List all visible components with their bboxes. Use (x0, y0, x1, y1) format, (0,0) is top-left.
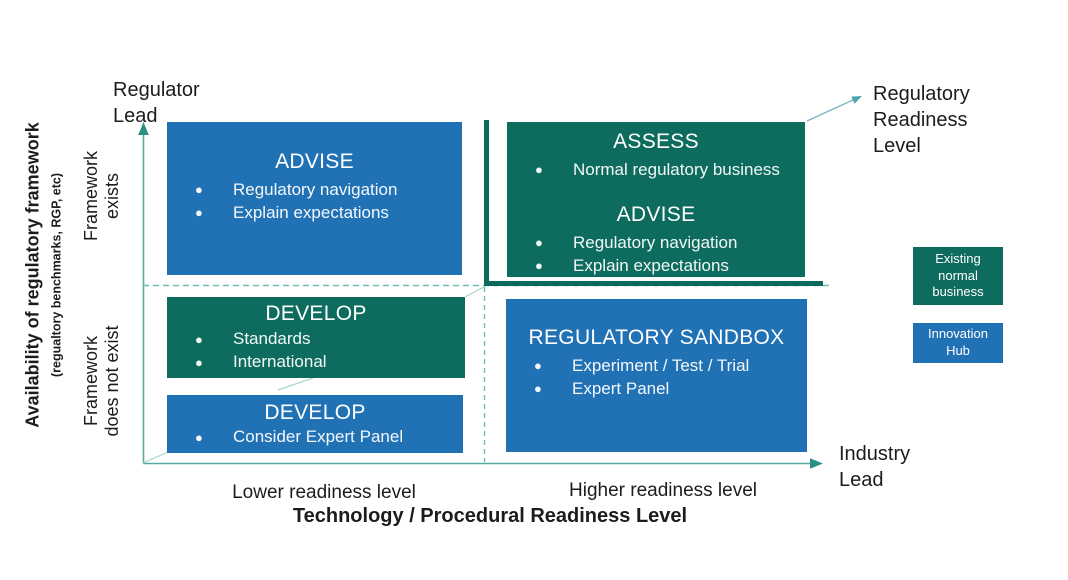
bullet-text: Explain expectations (233, 203, 389, 222)
bullet-text: Explain expectations (573, 256, 729, 275)
y-axis-subtitle: (regualtory benchmarks, RGP, etc) (49, 172, 64, 378)
bullet-text: International (233, 352, 327, 371)
decor-corner-line-bottom-left (142, 451, 169, 464)
bullet-text: Regulatory navigation (233, 180, 398, 199)
quadrant-advise-box: ADVISE ● Regulatory navigation ● Explain e… (167, 122, 462, 275)
quadrant-heading: DEVELOP (265, 302, 367, 325)
bullet-icon: ● (535, 258, 543, 273)
bullet-icon: ● (535, 162, 543, 177)
bullet-text: Expert Panel (572, 379, 670, 398)
quadrant-heading: REGULATORY SANDBOX (528, 326, 785, 349)
bullet-item: ● Expert Panel (506, 377, 807, 400)
bullet-icon: ● (534, 358, 542, 373)
regulatory-readiness-level-label: Regulatory Readiness Level (873, 83, 970, 157)
bullet-item: ● International (167, 351, 465, 374)
bullet-text: Consider Expert Panel (233, 427, 404, 446)
quadrant-heading: ASSESS (613, 130, 699, 153)
decor-corner-line-mid-right (464, 286, 485, 298)
bullet-icon: ● (195, 430, 203, 445)
quadrant-assess-advise-box: ASSESS ● Normal regulatory business ADVIS… (507, 122, 805, 277)
bullet-item: ● Normal regulatory business (507, 158, 805, 181)
higher-readiness-label: Higher readiness level (569, 480, 757, 501)
decor-corner-line-mid-left (277, 377, 314, 391)
bullet-icon: ● (534, 381, 542, 396)
bullet-icon: ● (195, 355, 203, 370)
lower-readiness-label: Lower readiness level (232, 482, 416, 503)
diagonal-axis-line (806, 99, 854, 122)
y-axis-arrowhead (138, 122, 149, 135)
bullet-icon: ● (195, 332, 203, 347)
quadrant-regulatory-sandbox-box: REGULATORY SANDBOX ● Experiment / Test / … (506, 299, 807, 452)
bullet-icon: ● (535, 235, 543, 250)
x-axis-arrowhead (810, 458, 823, 469)
diagonal-axis-arrowhead (851, 96, 862, 104)
quadrant-develop-teal-box: DEVELOP ● Standards ● International (167, 297, 465, 378)
framework-exists-label: Framework exists (80, 150, 122, 242)
regulator-lead-label: Regulator Lead (113, 79, 200, 127)
bullet-item: ● Experiment / Test / Trial (506, 354, 807, 377)
y-axis-title: Availability of regulatory framework (22, 122, 43, 428)
bullet-icon: ● (195, 205, 203, 220)
quadrant-develop-blue-box: DEVELOP ● Consider Expert Panel (167, 395, 463, 453)
quadrant-heading: DEVELOP (264, 401, 366, 424)
legend-innovation-hub: Innovation Hub (913, 323, 1003, 363)
bullet-item: ● Regulatory navigation (507, 231, 805, 254)
bullet-text: Experiment / Test / Trial (572, 356, 750, 375)
framework-does-not-exist-label: Framework does not exist (80, 325, 122, 437)
bullet-item: ● Standards (167, 328, 465, 351)
industry-lead-label: Industry Lead (839, 443, 911, 491)
x-axis-title: Technology / Procedural Readiness Level (292, 505, 688, 527)
quadrant-heading: ADVISE (275, 150, 354, 173)
bullet-item: ● Explain expectations (507, 254, 805, 277)
bullet-item: ● Consider Expert Panel (167, 426, 463, 449)
bullet-item: ● Explain expectations (167, 201, 462, 224)
bullet-text: Standards (233, 329, 311, 348)
quadrant-heading: ADVISE (616, 203, 696, 226)
bullet-text: Regulatory navigation (573, 233, 738, 252)
bullet-text: Normal regulatory business (573, 160, 780, 179)
bullet-item: ● Regulatory navigation (167, 178, 462, 201)
bullet-icon: ● (195, 182, 203, 197)
legend-existing-normal-business: Existing normal business (913, 247, 1003, 305)
